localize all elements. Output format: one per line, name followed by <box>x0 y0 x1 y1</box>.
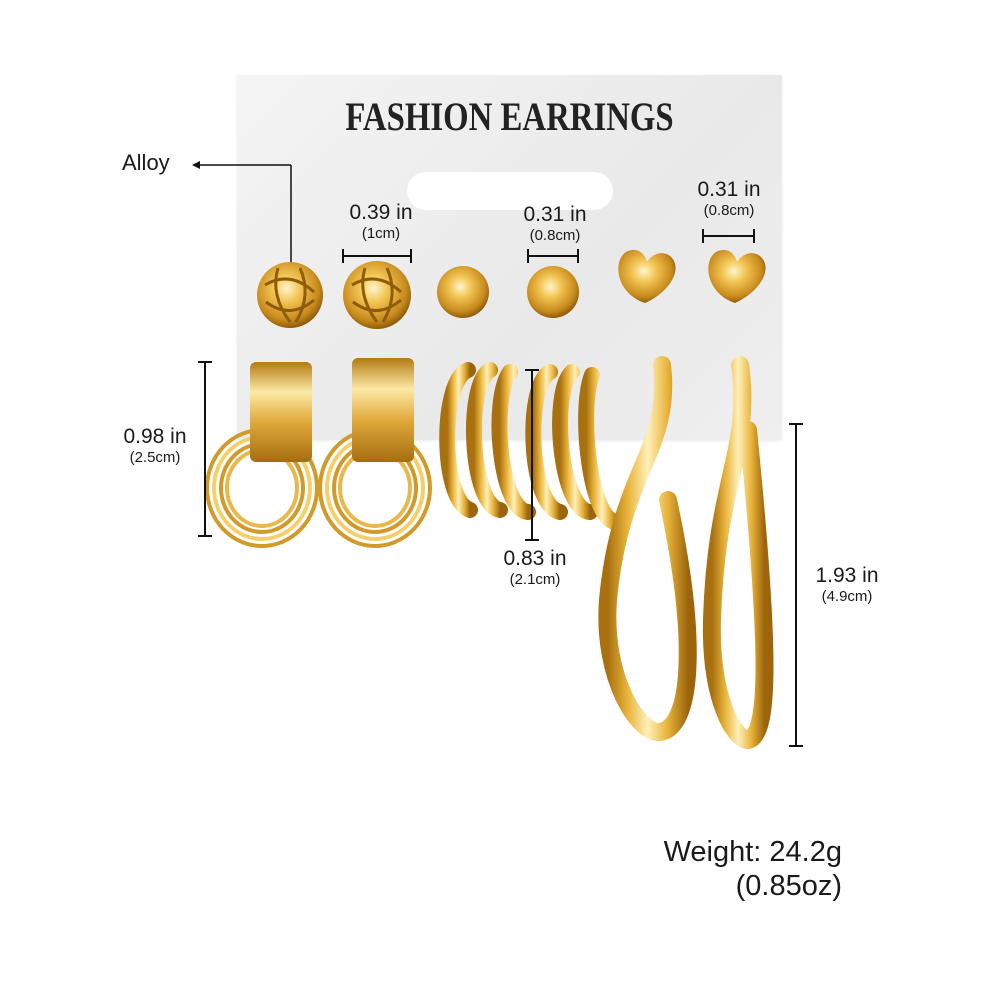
alloy-label: Alloy <box>122 150 170 175</box>
knot-stud-earrings <box>257 261 411 329</box>
triple-hoop-dimension-bar <box>525 369 539 541</box>
heart-stud-earrings <box>618 249 766 303</box>
weight-grams: Weight: 24.2g <box>663 836 842 868</box>
large-hoop-dimension: 1.93 in (4.9cm) <box>792 564 902 606</box>
triple-hoop-earrings <box>439 362 626 530</box>
card-title: FASHION EARRINGS <box>345 94 674 139</box>
ball-stud-size-in: 0.31 in <box>523 203 587 226</box>
large-hoop-earrings <box>598 356 774 750</box>
triple-hoop-size-in: 0.83 in <box>503 547 567 570</box>
card-hanger-hole <box>407 172 613 210</box>
heart-stud-dimension-bar <box>702 229 755 243</box>
alloy-pointer <box>192 161 292 270</box>
large-hoop-size-in: 1.93 in <box>815 564 879 587</box>
weight-info: Weight: 24.2g (0.85oz) <box>664 835 842 903</box>
ball-stud-dimension-bar <box>527 249 579 263</box>
textured-loop-dimension: 0.98 in (2.5cm) <box>100 425 210 467</box>
textured-loop-size-in: 0.98 in <box>123 425 187 448</box>
weight-ounces: (0.85oz) <box>735 870 842 902</box>
knot-stud-size-cm: (1cm) <box>361 225 401 242</box>
triple-hoop-dimension: 0.83 in (2.1cm) <box>480 547 590 589</box>
ball-stud-size-cm: (0.8cm) <box>529 227 581 244</box>
triple-hoop-size-cm: (2.1cm) <box>509 571 561 588</box>
textured-loop-earrings <box>205 358 432 548</box>
textured-loop-dimension-bar <box>198 361 212 537</box>
ball-stud-dimension: 0.31 in (0.8cm) <box>500 203 610 245</box>
knot-stud-dimension: 0.39 in (1cm) <box>326 201 436 243</box>
heart-stud-size-cm: (0.8cm) <box>703 202 755 219</box>
heart-stud-dimension: 0.31 in (0.8cm) <box>674 178 784 220</box>
large-hoop-dimension-bar <box>789 423 803 747</box>
textured-loop-size-cm: (2.5cm) <box>129 449 181 466</box>
heart-stud-size-in: 0.31 in <box>697 178 761 201</box>
knot-stud-dimension-bar <box>342 249 412 263</box>
ball-stud-earrings <box>437 266 579 318</box>
large-hoop-size-cm: (4.9cm) <box>821 588 873 605</box>
knot-stud-size-in: 0.39 in <box>349 201 413 224</box>
